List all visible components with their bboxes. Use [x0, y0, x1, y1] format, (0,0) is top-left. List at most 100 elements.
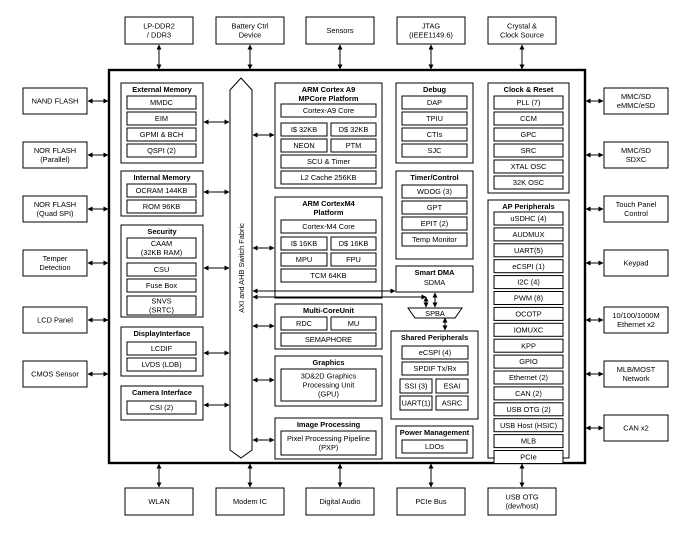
spba-bridge	[407, 307, 463, 319]
shared-ecspi	[401, 345, 469, 360]
a9-icache	[280, 122, 328, 137]
device-usb-otg-dev-host-label-line-2: (dev/host)	[506, 502, 539, 511]
device-cmos-sensor-label: CMOS Sensor	[31, 370, 79, 379]
ap-usb-host-hsic-label: USB Host (HSIC)	[500, 421, 557, 430]
m4-core-label: Cortex-M4 Core	[302, 222, 355, 231]
clk-xtal-osc	[493, 159, 564, 174]
cortex-m4-group-title-1: ARM CortexM4	[302, 199, 355, 208]
device-touch-panel-control	[603, 195, 669, 223]
ap-usdhc-4	[493, 211, 564, 226]
cortex-a9-group-title-2: MPCore Platform	[299, 94, 359, 103]
display-interface-group-title: DisplayInterface	[133, 329, 190, 338]
tmr-epit-2	[401, 216, 468, 231]
gpu-block-label-line-1: 3D&2D Graphics	[301, 372, 357, 381]
ap-pwm-8-label: PWM (8)	[514, 294, 543, 303]
ext-mem-gpmi-bch	[126, 127, 197, 142]
multicore-group-title: Multi-CoreUnit	[303, 306, 354, 315]
device-temper-detection-label-line-1: Temper	[43, 254, 68, 263]
device-mlb-most-network-label-line-2: Network	[622, 374, 649, 383]
device-nor-flash-parallel-label-line-1: NOR FLASH	[34, 146, 76, 155]
ap-usb-host-hsic	[493, 418, 564, 433]
m4-fpu	[330, 252, 377, 267]
device-pcie-bus	[396, 487, 466, 516]
m4-dcache	[330, 236, 377, 251]
ap-kpp	[493, 338, 564, 353]
ap-can-2-label: CAN (2)	[515, 389, 542, 398]
device-wlan-label: WLAN	[148, 497, 169, 506]
m4-dcache-label: D$ 16KB	[339, 239, 369, 248]
dbg-ctis	[401, 127, 468, 142]
tmr-temp-monitor-label: Temp Monitor	[412, 235, 457, 244]
device-touch-panel-control-label-line-1: Touch Panel	[616, 200, 657, 209]
ext-mem-qspi-2-label: QSPI (2)	[147, 146, 176, 155]
ext-mem-mmdc-label: MMDC	[150, 98, 174, 107]
sec-caam-32kb-ram-label-line-1: CAAM	[151, 239, 172, 248]
gpu-block	[280, 368, 377, 402]
clk-src-label: SRC	[521, 146, 537, 155]
shared-ssi	[399, 378, 433, 394]
device-modem-ic	[215, 487, 285, 516]
device-jtag-ieee1149-6	[396, 16, 466, 45]
ap-iomuxc	[493, 322, 564, 337]
cam-csi-2	[126, 400, 197, 415]
sec-snvs-srtc-label-line-2: (SRTC)	[149, 306, 174, 315]
device-mmc-sd-sdxc	[603, 141, 669, 169]
clk-32k-osc	[493, 175, 564, 190]
tmr-temp-monitor	[401, 232, 468, 247]
sec-snvs-srtc-label-line-1: SNVS	[151, 297, 171, 306]
device-usb-otg-dev-host-label-line-1: USB OTG	[505, 493, 539, 502]
security-group-title: Security	[147, 227, 177, 236]
device-wlan	[124, 487, 194, 516]
device-crystal-clock-source	[487, 16, 557, 45]
clk-pll-7-label: PLL (7)	[517, 98, 541, 107]
shared-spdif	[401, 361, 469, 376]
device-nor-flash-quad-spi-label-line-2: (Quad SPI)	[37, 209, 74, 218]
smart-dma-group	[395, 265, 474, 293]
shared-asrc-label: ASRC	[442, 399, 463, 408]
ap-ethernet-2-label: Ethernet (2)	[509, 373, 548, 382]
gpu-block-label-line-2: Processing Unit	[303, 381, 355, 390]
graphics-group-title: Graphics	[312, 358, 344, 367]
ap-i2c-4-label: I2C (4)	[517, 278, 540, 287]
device-can-x2	[603, 414, 669, 442]
dbg-sjc-label: SJC	[428, 146, 443, 155]
m4-tcm	[280, 268, 377, 283]
connectors	[87, 44, 604, 488]
clk-32k-osc-label: 32K OSC	[513, 178, 545, 187]
device-keypad-label: Keypad	[623, 259, 648, 268]
a9-ptm	[330, 138, 377, 153]
a9-core	[280, 103, 377, 118]
ap-iomuxc-label: IOMUXC	[514, 325, 544, 334]
device-lcd-panel-label: LCD Panel	[37, 316, 73, 325]
a9-neon-label: NEON	[293, 141, 314, 150]
image-processing-group-title: Image Processing	[297, 420, 361, 429]
ap-ecspi-1-label: eCSPI (1)	[512, 262, 544, 271]
sec-fuse-box-label: Fuse Box	[146, 281, 178, 290]
clk-gpc-label: GPC	[520, 130, 537, 139]
device-mlb-most-network-label-line-1: MLB/MOST	[617, 365, 656, 374]
device-usb-otg-dev-host	[487, 487, 557, 516]
device-sensors-label: Sensors	[326, 26, 353, 35]
ap-audmux-label: AUDMUX	[512, 230, 544, 239]
sec-caam-32kb-ram-label-line-2: (32KB RAM)	[141, 248, 182, 257]
mcu-semaphore-label: SEMAPHORE	[305, 335, 352, 344]
ext-mem-mmdc	[126, 95, 197, 110]
device-nand-flash-label: NAND FLASH	[32, 97, 79, 106]
device-10-100-1000m-ethernet-x2	[603, 306, 669, 334]
dbg-dap	[401, 95, 468, 110]
pxp-block	[280, 430, 377, 456]
m4-icache-label: I$ 16KB	[291, 239, 317, 248]
device-lp-ddr2-ddr3	[124, 16, 194, 45]
device-10-100-1000m-ethernet-x2-label-line-1: 10/100/1000M	[612, 311, 659, 320]
dbg-sjc	[401, 143, 468, 158]
device-battery-ctrl-device-label-line-1: Battery Ctrl	[232, 22, 269, 31]
device-digital-audio	[305, 487, 375, 516]
ap-mlb-label: MLB	[521, 437, 536, 446]
pxp-block-label-line-2: (PXP)	[319, 443, 339, 452]
shared-uart-label: UART(1)	[401, 399, 430, 408]
tmr-gpt	[401, 200, 468, 215]
shared-asrc	[435, 395, 469, 411]
